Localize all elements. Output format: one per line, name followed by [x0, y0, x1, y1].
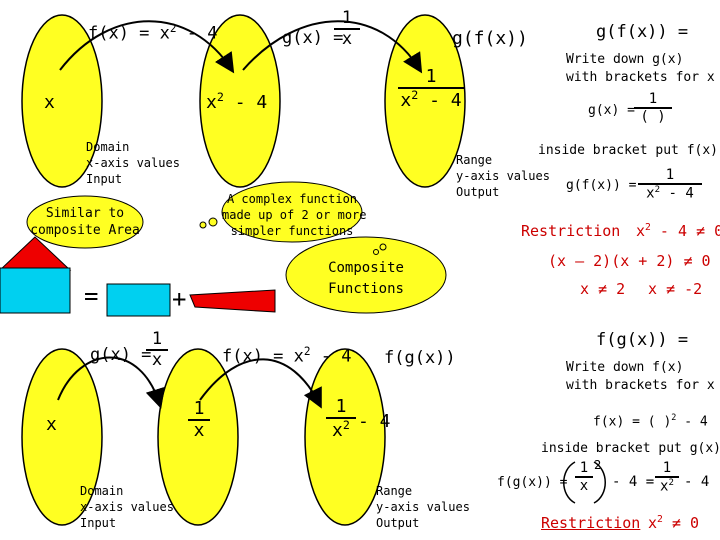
similar-callout	[26, 195, 144, 249]
fg-tail: - 4	[684, 474, 710, 490]
bottom-arrow-g	[57, 356, 165, 409]
gf-instruction-2: with brackets for x	[566, 70, 715, 85]
fg-f-eq: f(x) = ( )2 - 4	[593, 412, 708, 430]
bottom-fg-label: f(g(x))	[384, 348, 456, 368]
gf-gf-eq: g(f(x)) =	[566, 178, 637, 193]
gf-restriction-expr: x2 - 4 ≠ 0	[636, 222, 720, 240]
top-arrow-f	[59, 20, 235, 74]
top-g-label: g(x) =	[282, 28, 344, 48]
top-mid-value: x2 - 4	[206, 90, 268, 113]
top-x-value: x	[44, 92, 55, 113]
complex-callout	[221, 181, 363, 243]
cyan-rect-right	[106, 283, 171, 317]
gf-g-fraction: 1( )	[634, 92, 672, 124]
top-gf-label: g(f(x))	[452, 28, 528, 49]
fg-instruction-2: with brackets for x	[566, 378, 715, 393]
fg-title: f(g(x)) =	[596, 330, 689, 350]
left-paren	[563, 461, 576, 504]
gf-inside: inside bracket put f(x)	[538, 143, 719, 158]
gf-solution-a: x ≠ 2	[580, 280, 626, 298]
gf-solution-b: x ≠ -2	[648, 280, 703, 298]
fg-mid: - 4 =	[612, 474, 655, 490]
composite-callout	[285, 236, 447, 314]
right-paren	[593, 461, 606, 504]
red-trapezoid	[189, 289, 276, 313]
bottom-middle-oval	[157, 348, 239, 526]
fg-squared: 2	[594, 458, 602, 472]
bottom-x-value: x	[46, 414, 57, 435]
top-arrow-g	[242, 20, 423, 74]
top-f-label: f(x) = x2 - 4	[88, 22, 218, 44]
top-domain-oval	[21, 14, 103, 188]
plus-sign: +	[172, 285, 187, 313]
fg-inside: inside bracket put g(x)	[541, 441, 720, 456]
gf-instruction-1: Write down g(x)	[566, 52, 684, 67]
fg-restriction-label: Restriction	[541, 514, 641, 532]
bottom-f-label: f(x) = x2 - 4	[222, 345, 352, 367]
bottom-g-label: g(x) =	[90, 345, 152, 365]
bottom-domain-oval	[21, 348, 103, 526]
bottom-range-oval	[304, 348, 386, 526]
gf-g-eq: g(x) =	[588, 103, 635, 118]
fg-restriction-expr: x2 ≠ 0	[648, 514, 700, 532]
cyan-rect-left	[0, 267, 71, 314]
gf-factored: (x – 2)(x + 2) ≠ 0	[548, 252, 711, 270]
gf-title: g(f(x)) =	[596, 22, 689, 42]
bottom-arrow-f	[199, 358, 322, 409]
bottom-range-tail: - 4	[358, 411, 391, 432]
fg-fg-eq: f(g(x)) =	[497, 475, 568, 490]
fg-instruction-1: Write down f(x)	[566, 360, 684, 375]
gf-restriction-label: Restriction	[521, 222, 621, 240]
equals-sign: =	[84, 282, 99, 310]
